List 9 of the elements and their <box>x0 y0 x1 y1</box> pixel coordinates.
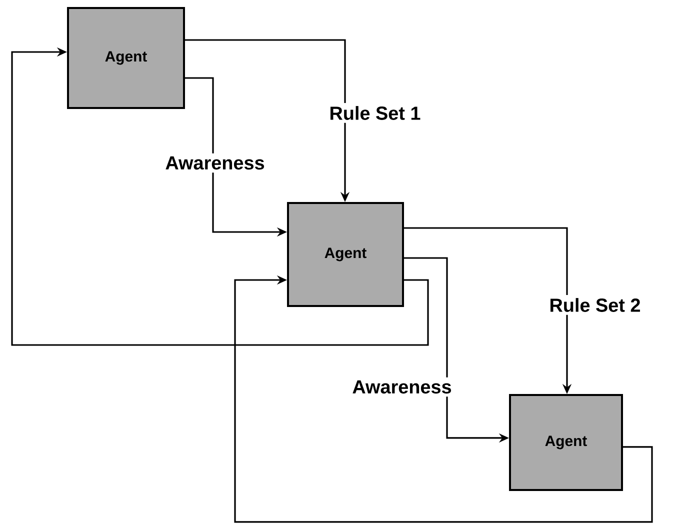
edge-label: Awareness <box>349 377 455 397</box>
agent-box: Agent <box>287 202 404 307</box>
agent-box: Agent <box>509 394 623 491</box>
agent-box: Agent <box>67 7 185 109</box>
edge-label: Rule Set 1 <box>326 103 424 123</box>
edge-label: Awareness <box>162 153 268 173</box>
arrow <box>234 275 653 523</box>
arrow <box>11 47 429 346</box>
edge-label: Rule Set 2 <box>546 295 644 315</box>
